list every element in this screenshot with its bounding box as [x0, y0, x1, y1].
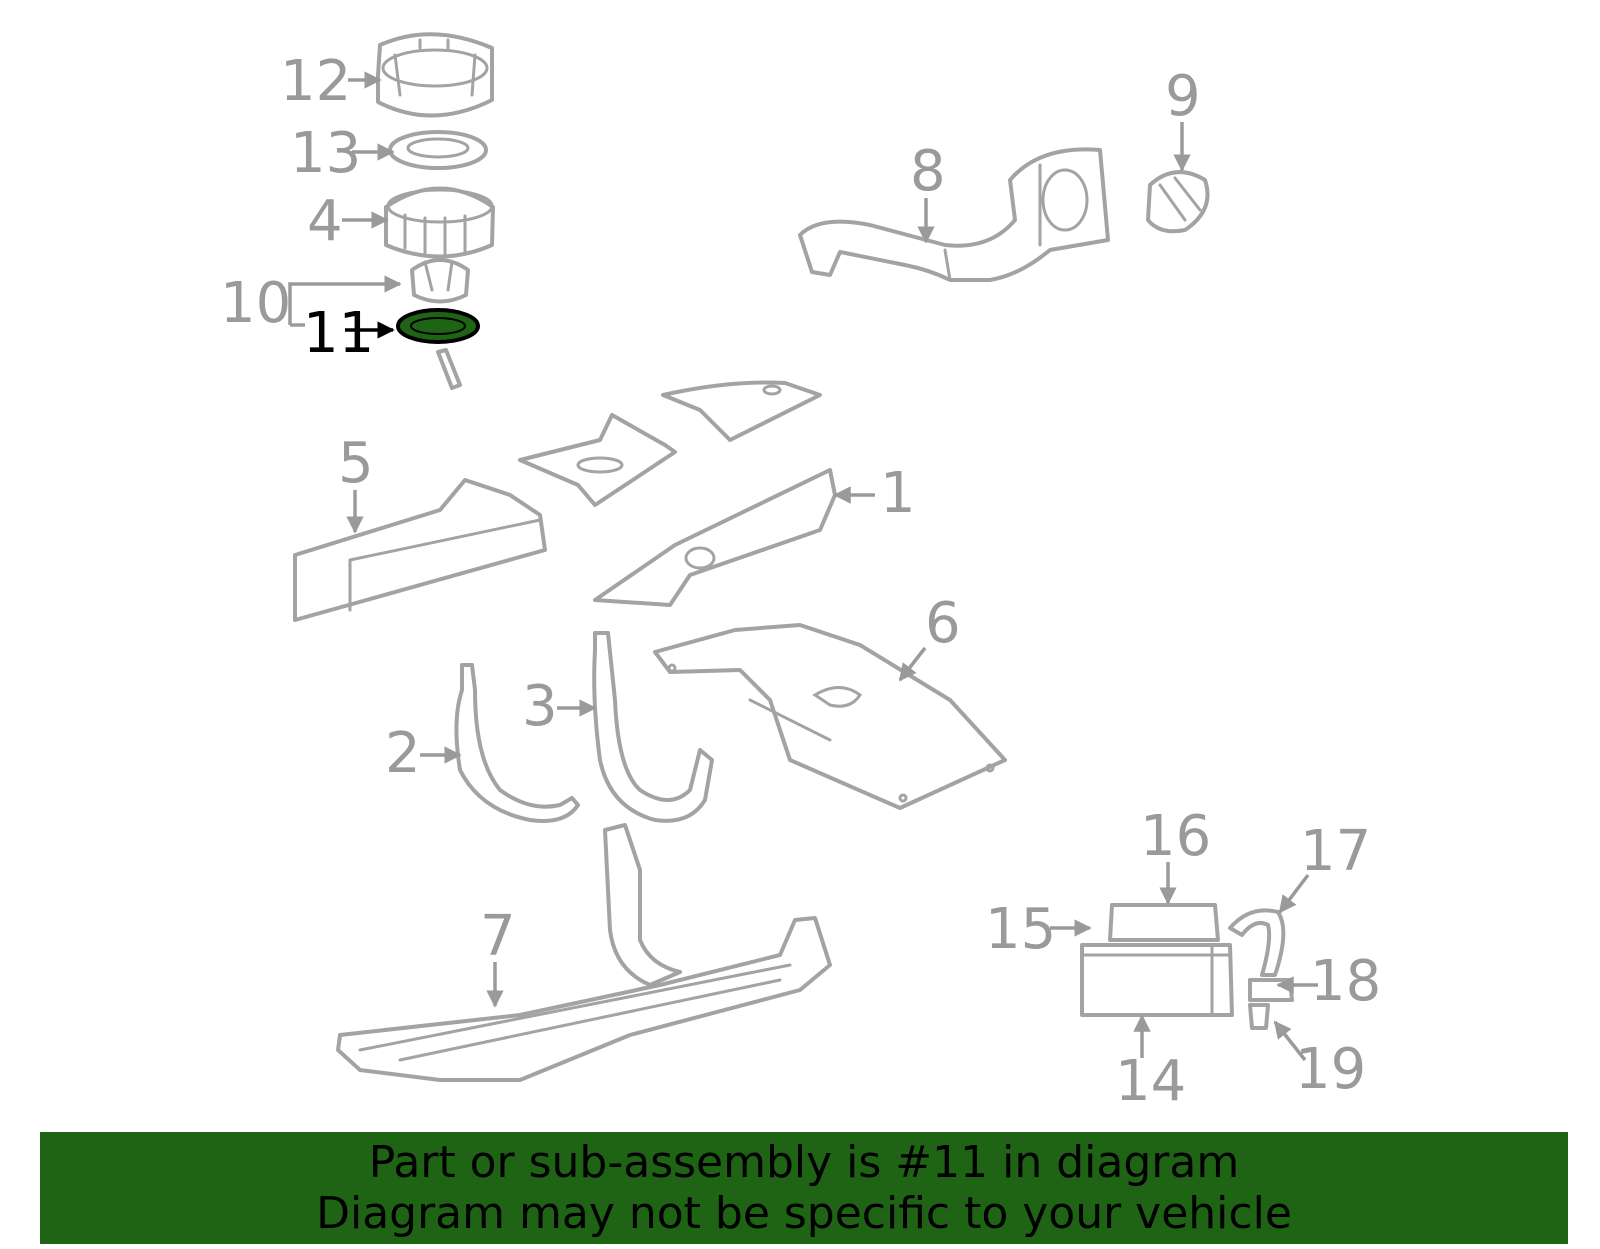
callout-5: 5: [338, 431, 374, 496]
part-9-fuel-cap: [1146, 170, 1210, 234]
leader-lines: [288, 71, 1318, 1062]
callout-11-highlighted: 11: [303, 301, 374, 366]
callout-13: 13: [290, 121, 361, 186]
part-6-skid-plate: [653, 623, 1007, 810]
part-4-pump-module: [384, 186, 495, 259]
callout-3: 3: [522, 674, 558, 739]
part-19-fitting: [1248, 1003, 1270, 1030]
part-5-shield: [293, 478, 547, 622]
part-13-seal: [388, 130, 488, 170]
part-18-valve: [1248, 978, 1294, 1002]
part-shield-upper-right: [661, 380, 822, 442]
callout-19: 19: [1295, 1037, 1366, 1102]
part-16-bracket: [1108, 903, 1220, 942]
part-14-evap-canister: [1080, 943, 1234, 1017]
part-7-fuel-tank-pan: [336, 823, 832, 1082]
part-8-filler-neck: [798, 147, 1110, 282]
info-banner: Part or sub-assembly is #11 in diagram D…: [40, 1132, 1568, 1244]
callout-2: 2: [385, 721, 421, 786]
callout-10: 10: [220, 271, 291, 336]
part-shield-middle: [518, 413, 677, 507]
callout-14: 14: [1115, 1049, 1186, 1114]
callout-17: 17: [1300, 819, 1371, 884]
banner-line-2: Diagram may not be specific to your vehi…: [316, 1188, 1292, 1239]
part-1-shield: [593, 468, 837, 607]
part-12-lock-ring: [376, 32, 494, 118]
callout-16: 16: [1140, 804, 1211, 869]
callout-15: 15: [985, 897, 1056, 962]
part-11-gasket-highlighted: [396, 308, 480, 344]
banner-line-1: Part or sub-assembly is #11 in diagram: [368, 1137, 1240, 1188]
callout-12: 12: [280, 49, 351, 114]
callout-9: 9: [1165, 64, 1201, 129]
callout-8: 8: [910, 139, 946, 204]
callout-1: 1: [880, 461, 916, 526]
callout-7: 7: [480, 904, 516, 969]
callout-18: 18: [1310, 949, 1381, 1014]
callout-6: 6: [925, 591, 961, 656]
callout-4: 4: [307, 189, 343, 254]
part-2-strap: [454, 663, 580, 823]
part-10-sender: [410, 258, 470, 390]
part-17-hose: [1228, 908, 1286, 977]
part-3-strap: [592, 631, 714, 823]
